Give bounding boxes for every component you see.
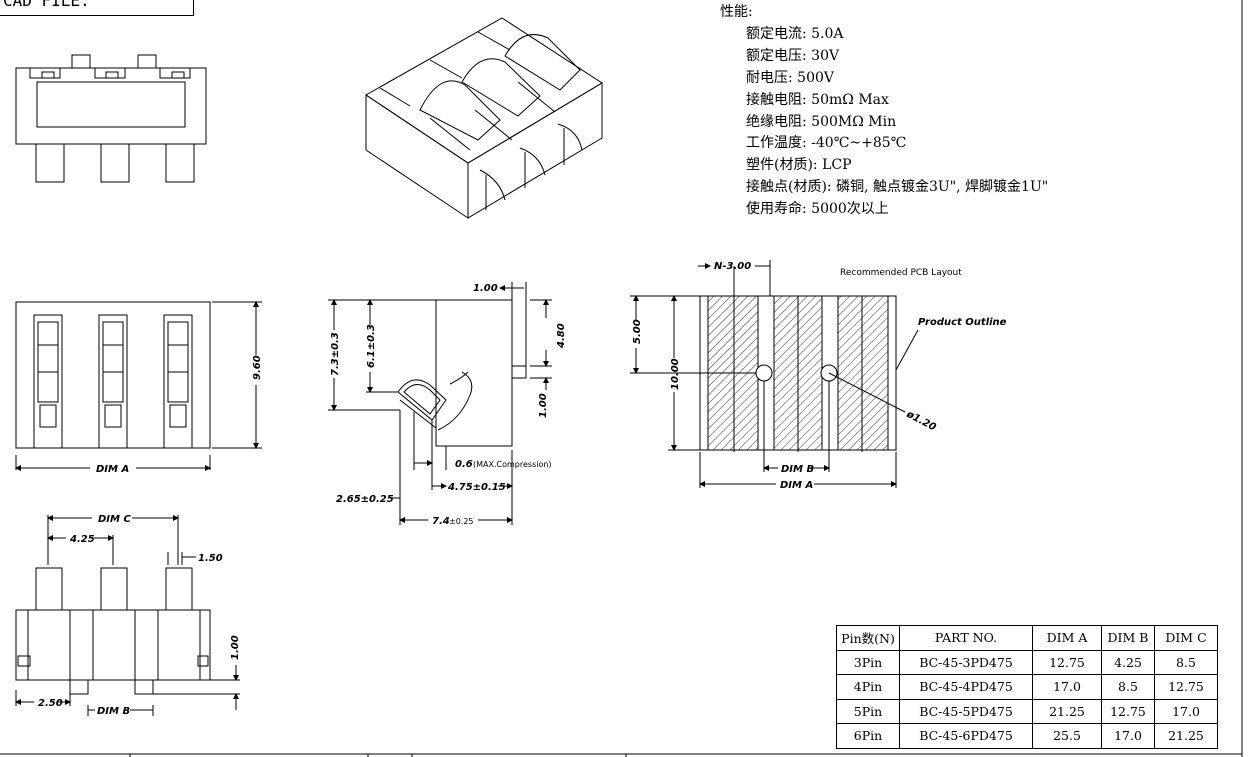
table-cell: 17.0 [1154, 698, 1218, 724]
table-cell: 5Pin [836, 698, 900, 724]
bottom-view [15, 515, 240, 716]
spec-line: 接触电阻: 50mΩ Max [746, 91, 889, 108]
side-view [328, 282, 552, 525]
dim-150-label: 1.50 [198, 553, 223, 564]
dim-480-label: 4.80 [556, 323, 567, 349]
dim-side-top-label: 1.00 [473, 283, 498, 294]
table-row: 4Pin BC-45-4PD475 17.0 8.5 12.75 [836, 674, 1218, 700]
dim-265-label: 2.65±0.25 [336, 494, 394, 505]
table-cell: 21.25 [1154, 723, 1218, 749]
spec-block: 性能: 额定电流: 5.0A 额定电压: 30V 耐电压: 500V 接触电阻:… [720, 2, 1048, 221]
dim-61-label: 6.1±0.3 [366, 324, 377, 368]
table-header: Pin数(N) [836, 625, 900, 651]
spec-line: 耐电压: 500V [746, 69, 834, 86]
table-cell: 3Pin [836, 649, 900, 675]
compression-note: (MAX.Compression) [473, 460, 552, 469]
pcb-dim-a-label: DIM A [780, 480, 813, 491]
table-cell: 12.75 [1032, 649, 1102, 675]
table-header-row: Pin数(N) PART NO. DIM A DIM B DIM C [836, 625, 1218, 651]
table-cell: 25.5 [1032, 723, 1102, 749]
table-cell: 17.0 [1101, 723, 1155, 749]
dim-a-label-front: DIM A [96, 464, 129, 475]
dim-475-label: 4.75±0.15 [447, 482, 506, 493]
cad-file-box: CAD FILE: [0, 0, 194, 16]
spec-line: 工作温度: -40℃~+85℃ [746, 135, 907, 152]
product-outline-label: Product Outline [918, 317, 1007, 328]
front-view-top [15, 54, 207, 183]
spec-line: 额定电压: 30V [746, 47, 840, 64]
table-cell: 4Pin [836, 674, 900, 700]
spec-line: 额定电流: 5.0A [746, 25, 844, 42]
table-cell: BC-45-4PD475 [899, 674, 1033, 700]
table-cell: 12.75 [1101, 698, 1155, 724]
dim-73-label: 7.3±0.3 [330, 332, 341, 376]
table-header: DIM C [1154, 625, 1218, 651]
pcb-hole-label: ø1.20 [904, 408, 938, 433]
cad-file-label: CAD FILE: [3, 0, 90, 10]
front-view-middle [15, 301, 262, 471]
table-row: 6Pin BC-45-6PD475 25.5 17.0 21.25 [836, 723, 1218, 749]
dim-side-pin-label: 1.00 [538, 393, 549, 418]
dim-960-label: 9.60 [252, 355, 263, 380]
table-row: 5Pin BC-45-5PD475 21.25 12.75 17.0 [836, 698, 1218, 724]
dim-74-label: 7.4 [432, 516, 450, 527]
pcb-1000-label: 10.00 [670, 358, 681, 390]
table-cell: 8.5 [1101, 674, 1155, 700]
pcb-layout [630, 260, 919, 488]
table-cell: 17.0 [1032, 674, 1102, 700]
table-cell: BC-45-6PD475 [899, 723, 1033, 749]
dim-250-label: 2.50 [38, 698, 63, 709]
dim-c-label: DIM C [98, 514, 131, 525]
table-cell: 6Pin [836, 723, 900, 749]
pcb-dim-b-label: DIM B [781, 464, 814, 475]
dim-06-label: 0.6 [455, 459, 473, 470]
table-header: DIM A [1032, 625, 1102, 651]
table-cell: 21.25 [1032, 698, 1102, 724]
dim-100-bottom-label: 1.00 [230, 635, 241, 660]
table-cell: 4.25 [1101, 649, 1155, 675]
spec-line: 接触点(材质): 磷铜, 触点镀金3U", 焊脚镀金1U" [746, 179, 1049, 196]
table-row: 3Pin BC-45-3PD475 12.75 4.25 8.5 [836, 649, 1218, 675]
table-cell: BC-45-5PD475 [899, 698, 1033, 724]
table-cell: 8.5 [1154, 649, 1218, 675]
table-header: DIM B [1101, 625, 1155, 651]
spec-line: 使用寿命: 5000次以上 [746, 201, 889, 218]
isometric-view [365, 17, 603, 219]
table-cell: BC-45-3PD475 [899, 649, 1033, 675]
dim-425-label: 4.25 [69, 534, 95, 545]
dim-74-tol: ±0.25 [449, 517, 474, 526]
spec-line: 绝缘电阻: 500MΩ Min [746, 113, 897, 130]
spec-heading: 性能: [720, 4, 753, 20]
table-cell: 12.75 [1154, 674, 1218, 700]
pcb-n300-label: N-3.00 [714, 261, 751, 272]
pcb-500-label: 5.00 [632, 319, 643, 344]
table-header: PART NO. [899, 625, 1033, 651]
spec-line: 塑件(材质): LCP [746, 157, 852, 174]
dimension-table: Pin数(N) PART NO. DIM A DIM B DIM C 3Pin … [836, 625, 1218, 749]
pcb-layout-title: Recommended PCB Layout [840, 268, 962, 278]
dim-b-label-bottom: DIM B [97, 706, 130, 717]
